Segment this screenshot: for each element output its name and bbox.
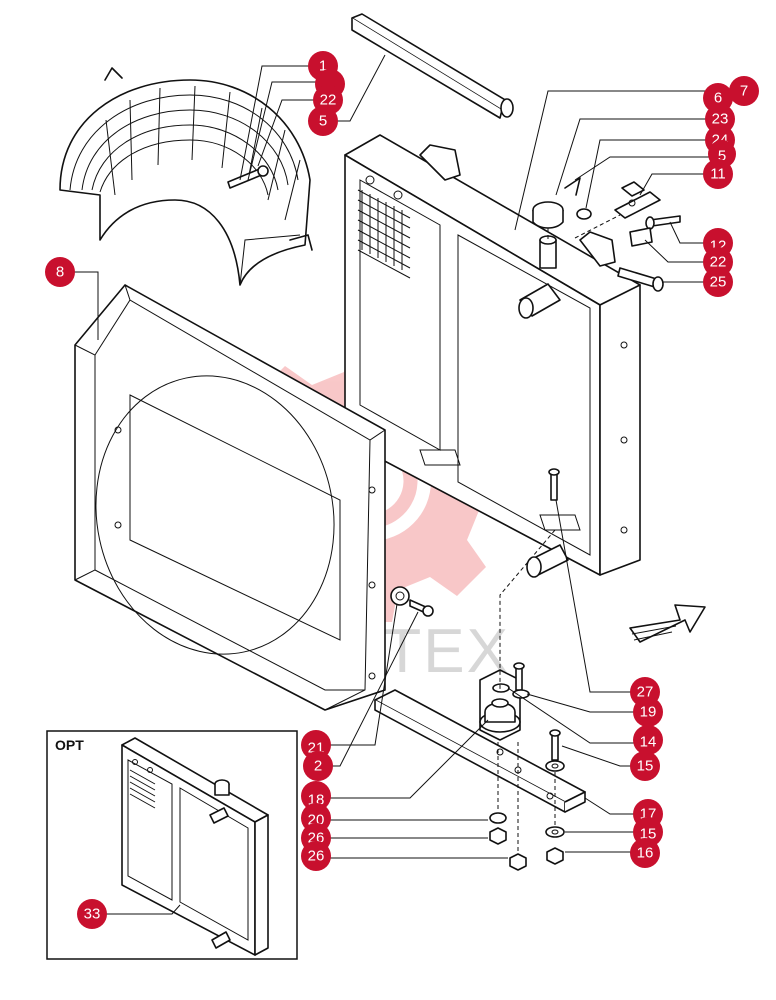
callout-16: 16: [630, 838, 660, 868]
callout-7: 7: [729, 76, 759, 106]
rubber-mount: [479, 698, 521, 733]
ring-bolt: [227, 165, 269, 189]
nut-6: [621, 181, 645, 197]
svg-text:22: 22: [710, 254, 727, 271]
callout-11: 11: [703, 159, 733, 189]
svg-text:16: 16: [637, 845, 654, 862]
opt-inset: OPT: [46, 730, 298, 960]
washer-24: [576, 208, 592, 220]
svg-text:14: 14: [640, 734, 657, 751]
washer-15-upper: [545, 760, 565, 772]
nut-16: [546, 847, 564, 865]
direction-arrow-icon: [629, 604, 706, 643]
callout-33: 33: [77, 899, 107, 929]
washer-19: [512, 689, 530, 699]
svg-text:25: 25: [710, 274, 727, 291]
svg-text:11: 11: [710, 166, 726, 183]
dash-line-mount: [499, 529, 556, 690]
fan-shroud: [74, 284, 386, 711]
radiator-long-bolt: [548, 468, 560, 501]
opt-label: OPT: [55, 737, 84, 753]
bolt-12: [645, 215, 681, 230]
nut-26-upper: [489, 827, 507, 845]
radiator-core: [344, 134, 641, 578]
rubber-seal-strip: [351, 13, 514, 119]
svg-text:33: 33: [84, 906, 101, 923]
svg-text:15: 15: [637, 758, 654, 775]
shroud-bolt: [390, 586, 434, 617]
washer-15-lower: [545, 826, 565, 838]
svg-text:19: 19: [640, 704, 657, 721]
fan-ring-guard: [59, 67, 313, 286]
callout-25: 25: [703, 267, 733, 297]
svg-text:22: 22: [320, 92, 337, 109]
washer-20: [489, 812, 507, 824]
dash-line-link: [574, 214, 621, 239]
svg-text:6: 6: [714, 90, 722, 107]
link-plate-11: [614, 191, 661, 219]
svg-text:27: 27: [637, 684, 654, 701]
callout-23: 23: [705, 104, 735, 134]
svg-text:7: 7: [740, 83, 748, 100]
callout-2: 2: [303, 751, 333, 781]
callout-15a: 15: [630, 751, 660, 781]
svg-text:8: 8: [56, 264, 64, 281]
callout-26b: 26: [301, 841, 331, 871]
radiator-cap: [532, 201, 564, 229]
bolt-27: [513, 662, 525, 691]
svg-text:5: 5: [319, 113, 327, 130]
svg-text:1: 1: [319, 58, 327, 75]
callout-14: 14: [633, 725, 663, 755]
callout-19: 19: [633, 697, 663, 727]
washer-left-upper: [492, 683, 510, 693]
svg-text:23: 23: [712, 111, 729, 128]
cotter-pin: [564, 177, 581, 196]
svg-text:26: 26: [308, 848, 325, 865]
long-pin-25: [617, 267, 664, 292]
bolt-14: [549, 729, 561, 761]
callout-8: 8: [45, 257, 75, 287]
callout-5: 5: [308, 106, 338, 136]
svg-text:5: 5: [718, 148, 726, 165]
nut-26-lower: [509, 853, 527, 871]
radiator-fin-grid: [357, 189, 411, 279]
svg-text:2: 2: [314, 758, 322, 775]
